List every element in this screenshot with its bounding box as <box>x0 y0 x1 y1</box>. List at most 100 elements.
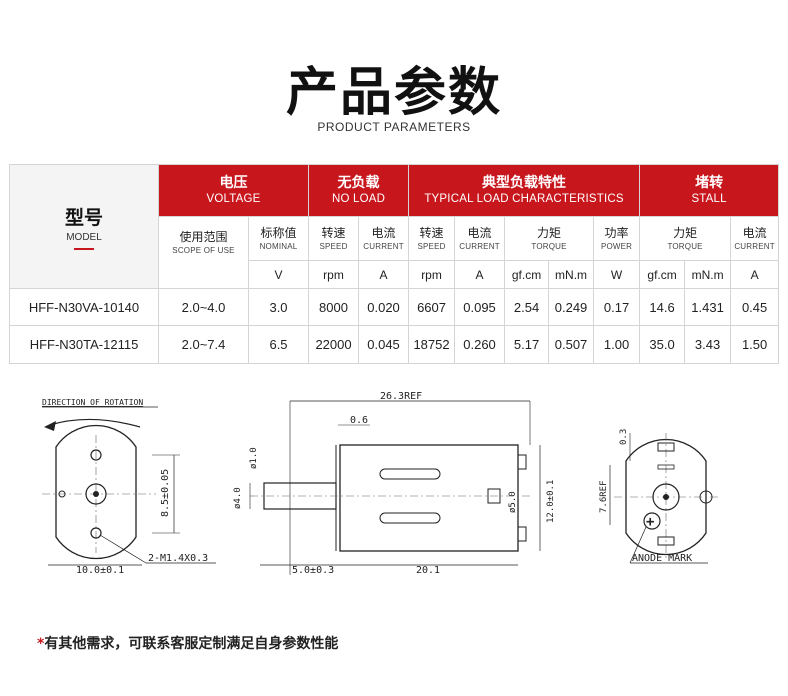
cell-s-mnm: 3.43 <box>684 325 732 364</box>
sub-nl-current-en: CURRENT <box>363 241 404 251</box>
sub-nominal-cn: 标称值 <box>260 225 297 240</box>
unit-cell: gf.cm <box>504 260 550 289</box>
group-typical-load: 典型负载特性 TYPICAL LOAD CHARACTERISTICS <box>408 164 641 217</box>
group-voltage: 电压 VOLTAGE <box>157 164 310 217</box>
dim-d50-label: ø5.0 <box>508 491 518 513</box>
slot-bottom <box>379 512 441 524</box>
sub-t-speed: 转速 SPEED <box>408 216 456 261</box>
cell-t-current: 0.095 <box>454 288 506 326</box>
motor-endcap-outline <box>55 424 137 560</box>
model-header-en: MODEL <box>66 232 102 243</box>
rear-view-drawing: + 0.3 7.6REF ANODE MARK <box>599 429 720 564</box>
slot-top <box>379 468 441 480</box>
row-model: HFF-N30VA-10140 <box>9 288 159 326</box>
sub-s-current-cn: 电流 <box>742 225 767 240</box>
table-row: HFF-N30TA-12115 2.0~7.4 6.5 22000 0.045 … <box>9 325 780 364</box>
unit-cell: mN.m <box>684 260 732 289</box>
rear-terminal-bottom <box>657 536 675 546</box>
rotation-arrow <box>49 418 141 428</box>
unit-cell: W <box>593 260 641 289</box>
sub-t-power: 功率 POWER <box>593 216 641 261</box>
anode-mark-icon <box>643 512 661 530</box>
sub-t-torque-en: TORQUE <box>531 241 567 251</box>
dim-06-label: 0.6 <box>350 415 368 426</box>
dim-120-label: 12.0±0.1 <box>546 480 556 523</box>
sub-nl-current-cn: 电流 <box>371 225 396 240</box>
footnote-text: 有其他需求，可联系客服定制满足自身参数性能 <box>44 636 339 652</box>
rear-terminal-top <box>657 442 675 452</box>
group-typical-en: TYPICAL LOAD CHARACTERISTICS <box>424 193 624 205</box>
cell-scope: 2.0~7.4 <box>158 325 249 364</box>
thread-label: 2-M1.4X0.3 <box>148 553 208 564</box>
page-subtitle: PRODUCT PARAMETERS <box>317 120 471 134</box>
sub-nl-speed-en: SPEED <box>319 241 348 251</box>
unit-cell: mN.m <box>548 260 595 289</box>
sub-t-current-cn: 电流 <box>467 225 492 240</box>
dim-50-label: 5.0±0.3 <box>292 565 334 576</box>
cell-s-current: 1.50 <box>730 325 780 364</box>
anode-label: ANODE MARK <box>632 553 692 564</box>
unit-cell: rpm <box>408 260 456 289</box>
unit-cell: rpm <box>308 260 360 289</box>
vent-hole <box>58 490 66 498</box>
footnote: *有其他需求，可联系客服定制满足自身参数性能 <box>37 633 338 653</box>
front-view-drawing: DIRECTION OF ROTATION 8.5±0.05 10.0±0.1 … <box>42 398 216 576</box>
cell-t-power: 0.17 <box>593 288 641 326</box>
cell-s-mnm: 1.431 <box>684 288 732 326</box>
sub-t-power-cn: 功率 <box>604 225 629 240</box>
rear-vent-hole <box>699 490 713 504</box>
cell-t-power: 1.00 <box>593 325 641 364</box>
anode-plus-sign: + <box>646 514 654 530</box>
cell-s-current: 0.45 <box>730 288 780 326</box>
group-stall-cn: 堵转 <box>695 175 724 191</box>
rear-terminal-top-pad <box>657 464 675 470</box>
group-voltage-cn: 电压 <box>219 175 248 191</box>
dim-201-label: 20.1 <box>416 565 440 576</box>
unit-cell: A <box>454 260 506 289</box>
sub-t-speed-en: SPEED <box>417 241 446 251</box>
terminal-bottom <box>517 526 527 542</box>
group-stall: 堵转 STALL <box>639 164 780 217</box>
sub-nl-current: 电流 CURRENT <box>358 216 410 261</box>
motor-body-outline <box>339 444 519 552</box>
bearing-circle <box>85 483 107 505</box>
sub-s-current-en: CURRENT <box>734 241 775 251</box>
sub-t-current: 电流 CURRENT <box>454 216 506 261</box>
sub-s-torque-cn: 力矩 <box>673 225 698 240</box>
cell-t-mnm: 0.249 <box>548 288 595 326</box>
dim-width-label: 10.0±0.1 <box>76 565 124 576</box>
dim-total-label: 26.3REF <box>380 391 422 402</box>
cell-t-gfcm: 2.54 <box>504 288 550 326</box>
rear-cap-outline <box>625 438 707 556</box>
cell-nl-speed: 8000 <box>308 288 360 326</box>
cell-s-gfcm: 35.0 <box>639 325 686 364</box>
cell-nominal: 3.0 <box>247 288 310 326</box>
page-title: 产品参数 <box>285 63 502 123</box>
sub-t-torque: 力矩 TORQUE <box>504 216 595 261</box>
rotation-arrowhead-icon <box>44 421 56 431</box>
cell-scope: 2.0~4.0 <box>158 288 249 326</box>
cell-t-speed: 6607 <box>408 288 456 326</box>
sub-t-torque-cn: 力矩 <box>537 225 562 240</box>
sub-t-power-en: POWER <box>600 241 633 251</box>
cell-s-gfcm: 14.6 <box>639 288 686 326</box>
leader-thread <box>99 534 147 564</box>
sub-t-speed-cn: 转速 <box>419 225 444 240</box>
rear-bearing-circle <box>652 483 680 511</box>
group-typical-cn: 典型负载特性 <box>482 175 567 191</box>
sub-nominal-en: NOMINAL <box>259 241 298 251</box>
cell-t-gfcm: 5.17 <box>504 325 550 364</box>
terminal-top <box>517 454 527 470</box>
sub-s-torque-en: TORQUE <box>667 241 703 251</box>
sub-s-torque: 力矩 TORQUE <box>639 216 732 261</box>
cell-nl-current: 0.020 <box>358 288 410 326</box>
rear-center-dot <box>663 494 669 500</box>
shaft-dot <box>93 491 99 497</box>
leader-anode <box>629 526 647 564</box>
sub-t-current-en: CURRENT <box>459 241 500 251</box>
group-no-load-en: NO LOAD <box>331 193 386 205</box>
cell-t-current: 0.260 <box>454 325 506 364</box>
model-header-cn: 型号 <box>64 207 103 229</box>
sub-scope-en: SCOPE OF USE <box>172 246 235 255</box>
group-no-load: 无负载 NO LOAD <box>308 164 410 217</box>
